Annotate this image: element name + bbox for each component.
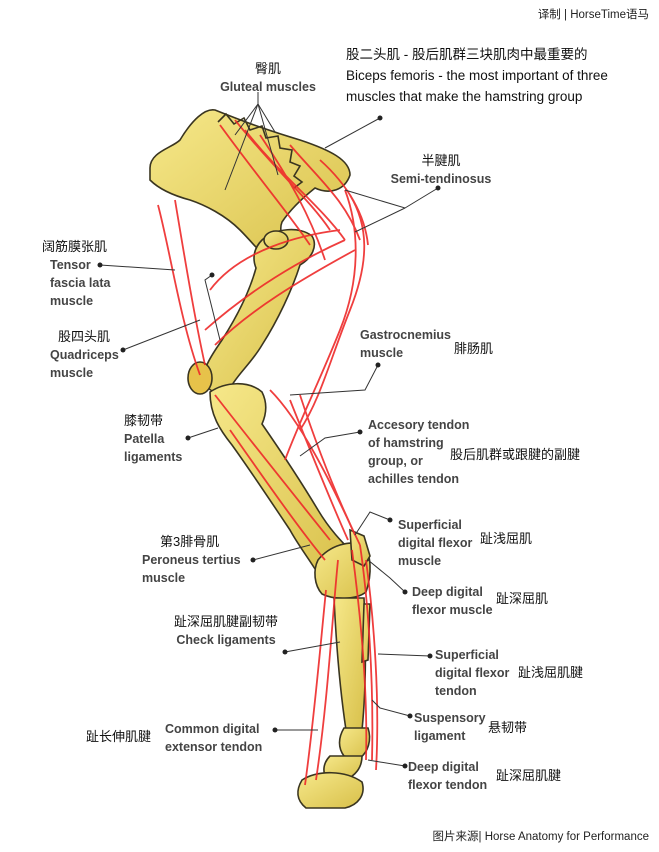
label-accessory-en-4: achilles tendon — [368, 472, 459, 486]
label-check: 趾深屈肌腱副韧带 Check ligaments — [174, 613, 278, 649]
femur-bone — [203, 228, 316, 394]
header-credit: 译制 | HorseTime语马 — [537, 9, 649, 21]
label-ddf-muscle-en-1: Deep digital — [412, 585, 483, 599]
label-peroneus-en-2: muscle — [142, 571, 186, 585]
label-tensor-en-3: muscle — [50, 294, 94, 308]
label-sdf-muscle-en-3: muscle — [398, 554, 442, 568]
leader-lines — [99, 92, 439, 767]
label-peroneus-zh: 第3腓骨肌 — [160, 534, 220, 549]
label-ddf-muscle-en-2: flexor muscle — [412, 603, 493, 617]
label-tensor: 阔筋膜张肌 Tensor fascia lata muscle — [42, 238, 110, 310]
label-suspensory-en-2: ligament — [414, 729, 466, 743]
label-patella-en-1: Patella — [124, 432, 165, 446]
muscle-lines — [157, 119, 379, 786]
label-sdf-tendon: Superficial digital flexor tendon — [435, 646, 509, 700]
label-sdf-muscle-zh: 趾浅屈肌 — [480, 531, 533, 546]
label-ddf-tendon-zh: 趾深屈肌腱 — [496, 768, 562, 783]
label-ddf-muscle: Deep digital flexor muscle — [412, 583, 493, 619]
label-peroneus-en-1: Peroneus tertius — [142, 553, 241, 567]
cannon-bone — [333, 597, 371, 731]
label-accessory-en-1: Accesory tendon — [368, 418, 470, 432]
label-common-ext-en-2: extensor tendon — [165, 740, 263, 754]
label-sdf-muscle-en-2: digital flexor — [398, 536, 473, 550]
label-common-ext-en-1: Common digital — [165, 722, 260, 736]
label-ddf-tendon-en-2: flexor tendon — [408, 778, 488, 792]
description-en-line2: muscles that make the hamstring group — [346, 89, 583, 104]
pelvis-bone — [149, 109, 351, 264]
label-gluteal-zh: 臀肌 — [254, 61, 281, 76]
label-quadriceps: 股四头肌 Quadriceps muscle — [50, 328, 119, 382]
label-quadriceps-zh: 股四头肌 — [58, 329, 111, 344]
label-suspensory-en-1: Suspensory — [414, 711, 486, 725]
description-zh: 股二头肌 - 股后肌群三块肌肉中最重要的 — [346, 47, 588, 62]
footer-credit: 图片来源| Horse Anatomy for Performance — [432, 831, 649, 843]
label-sdf-tendon-en-1: Superficial — [435, 648, 499, 662]
label-sdf-tendon-en-2: digital flexor — [435, 666, 510, 680]
label-gluteal-en: Gluteal muscles — [220, 80, 316, 94]
label-patella: 膝韧带 Patella ligaments — [124, 412, 182, 466]
label-gastrocnemius-zh: 腓肠肌 — [454, 341, 494, 356]
label-patella-en-2: ligaments — [124, 450, 183, 464]
label-suspensory: Suspensory ligament — [414, 709, 486, 745]
label-check-zh: 趾深屈肌腱副韧带 — [174, 614, 279, 629]
label-quadriceps-en-1: Quadriceps — [50, 348, 119, 362]
label-ddf-tendon: Deep digital flexor tendon — [408, 758, 487, 794]
description-en-line1: Biceps femoris - the most important of t… — [346, 68, 608, 83]
label-check-en: Check ligaments — [176, 633, 276, 647]
label-tensor-en-1: Tensor — [50, 258, 91, 272]
label-patella-zh: 膝韧带 — [124, 413, 164, 428]
label-gastrocnemius-en-1: Gastrocnemius — [360, 328, 452, 342]
label-sdf-tendon-zh: 趾浅屈肌腱 — [518, 665, 584, 680]
label-semitendinosus: 半腱肌 Semi-tendinosus — [386, 152, 496, 188]
label-gastrocnemius-en-2: muscle — [360, 346, 404, 360]
label-accessory: Accesory tendon of hamstring group, or a… — [368, 416, 469, 488]
label-accessory-en-3: group, or — [368, 454, 423, 468]
label-peroneus: 第3腓骨肌 Peroneus tertius muscle — [142, 533, 241, 587]
label-tensor-en-2: fascia lata — [50, 276, 111, 290]
label-semitendinosus-zh: 半腱肌 — [421, 153, 461, 168]
pastern-hoof-bones — [297, 727, 371, 809]
patella-bone — [187, 361, 213, 395]
label-suspensory-zh: 悬韧带 — [488, 720, 528, 735]
label-common-ext-zh: 趾长伸肌腱 — [86, 729, 152, 744]
leader-dots — [97, 115, 441, 769]
label-semitendinosus-en: Semi-tendinosus — [390, 172, 492, 186]
label-sdf-muscle-en-1: Superficial — [398, 518, 462, 532]
label-tensor-zh: 阔筋膜张肌 — [42, 239, 108, 254]
label-sdf-muscle: Superficial digital flexor muscle — [398, 516, 472, 570]
label-sdf-tendon-en-3: tendon — [435, 684, 477, 698]
biceps-femoris-description: 股二头肌 - 股后肌群三块肌肉中最重要的 Biceps femoris - th… — [346, 44, 608, 107]
label-quadriceps-en-2: muscle — [50, 366, 94, 380]
label-gastrocnemius: Gastrocnemius muscle — [360, 326, 451, 362]
label-ddf-muscle-zh: 趾深屈肌 — [496, 591, 549, 606]
label-common-ext: Common digital extensor tendon — [165, 720, 262, 756]
label-accessory-en-2: of hamstring — [368, 436, 444, 450]
label-accessory-zh: 股后肌群或跟腱的副腱 — [450, 447, 581, 462]
label-ddf-tendon-en-1: Deep digital — [408, 760, 479, 774]
label-gluteal: 臀肌 Gluteal muscles — [218, 60, 318, 96]
